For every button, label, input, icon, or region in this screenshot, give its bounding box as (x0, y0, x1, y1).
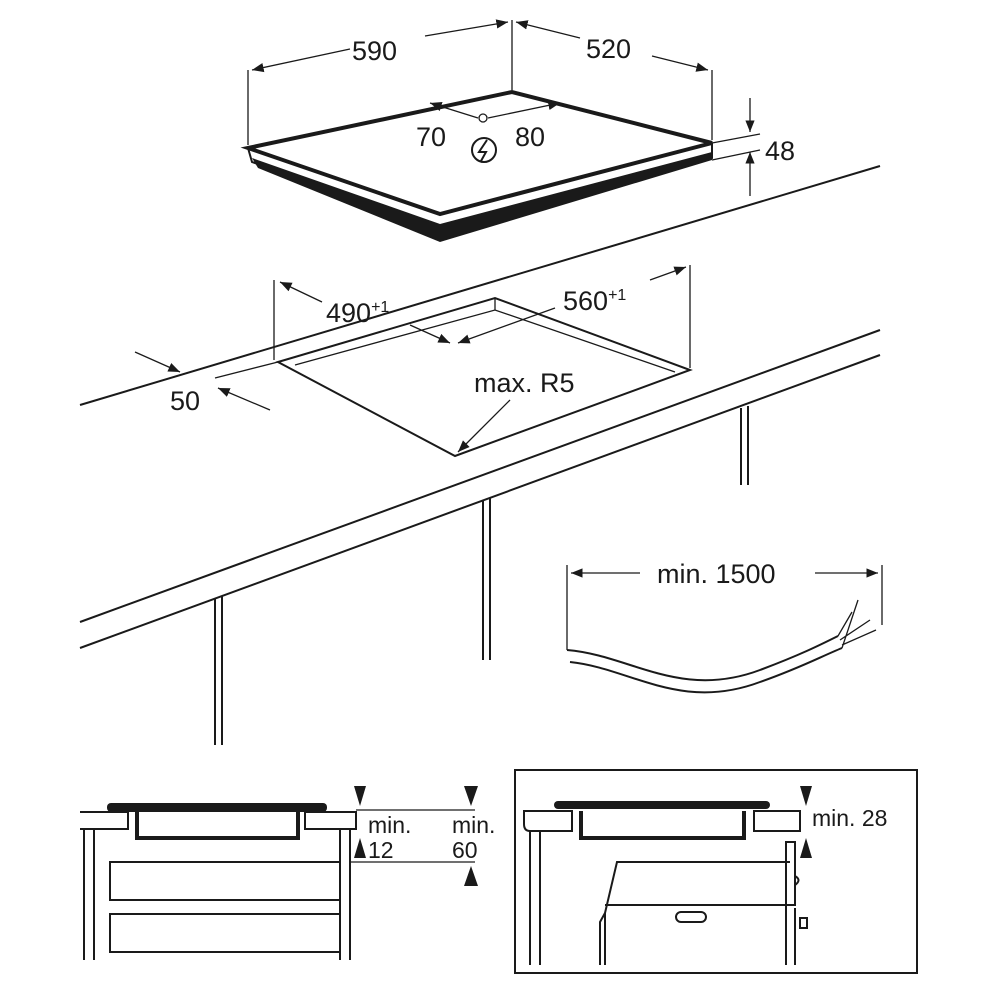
gap-label: min. (368, 812, 411, 838)
gap-value: 12 (368, 837, 394, 863)
cutout (275, 296, 693, 458)
connection-right-label: 80 (515, 122, 545, 152)
cutout-depth-tolerance: +1 (608, 287, 626, 304)
hob-width-label: 590 (352, 36, 397, 66)
cutout-dimensions: 490+1 560+1 50 max. R5 (134, 265, 691, 453)
clearance-value: 60 (452, 837, 478, 863)
cutout-width-label: 490+1 (326, 298, 389, 328)
edge-distance-label: 50 (170, 386, 200, 416)
cutout-width-tolerance: +1 (371, 299, 389, 316)
power-cable: min. 1500 (566, 559, 883, 694)
hob-depth-label: 520 (586, 34, 631, 64)
cable-length-label: min. 1500 (657, 559, 776, 589)
section-oven-unit: min. 28 (514, 769, 918, 974)
section-drawer-unit: min. 12 min. 60 (80, 786, 495, 960)
electrical-connection-icon (471, 137, 497, 163)
corner-radius-label: max. R5 (474, 368, 575, 398)
oven-clearance-label: min. 28 (812, 805, 887, 831)
cutout-depth-label: 560+1 (563, 286, 626, 316)
cutout-width-value: 490 (326, 298, 371, 328)
connection-left-label: 70 (416, 122, 446, 152)
cutout-depth-value: 560 (563, 286, 608, 316)
hob-dimensions: 590 520 70 80 48 (247, 19, 795, 196)
countertop (79, 165, 881, 745)
hob-height-label: 48 (765, 136, 795, 166)
clearance-label: min. (452, 812, 495, 838)
